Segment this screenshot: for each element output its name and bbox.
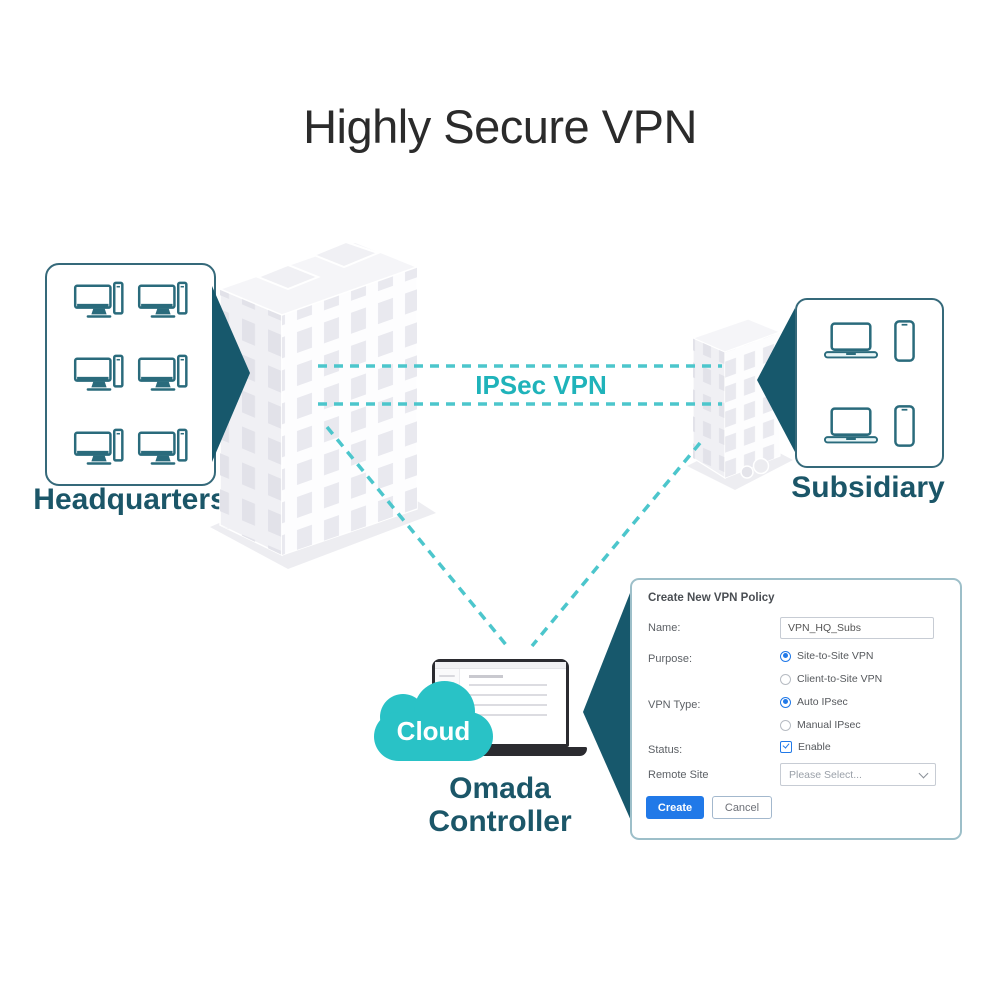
radio-label: Client-to-Site VPN	[797, 673, 883, 685]
dialog-title: Create New VPN Policy	[648, 592, 775, 604]
cloud-icon	[374, 712, 493, 761]
subsidiary-pointer-arrow	[757, 308, 795, 452]
desktop-computer-icon	[136, 428, 190, 468]
omada-controller-label: Omada Controller	[428, 772, 572, 838]
desktop-computer-icon	[136, 354, 190, 394]
mini-ui-titlebar	[435, 662, 566, 669]
controller-laptop-base	[419, 747, 587, 756]
page-title: Highly Secure VPN	[303, 100, 697, 153]
radio-selected-icon[interactable]	[780, 696, 791, 708]
desktop-computer-icon	[136, 281, 190, 321]
phone-icon	[893, 319, 916, 363]
radio-label: Auto IPsec	[797, 696, 848, 708]
vpn-type-field-label: VPN Type:	[648, 699, 701, 711]
laptop-icon	[823, 406, 879, 446]
radio-label: Manual IPsec	[797, 719, 861, 731]
desktop-computer-icon	[72, 354, 126, 394]
radio-site-to-site-vpn[interactable]: Site-to-Site VPN	[780, 650, 873, 662]
status-field-label: Status:	[648, 744, 683, 756]
desktop-computer-icon	[72, 428, 126, 468]
create-vpn-policy-dialog: Create New VPN Policy Name: Purpose: Sit…	[630, 578, 962, 840]
purpose-field-label: Purpose:	[648, 653, 693, 665]
radio-auto-ipsec[interactable]: Auto IPsec	[780, 696, 848, 708]
ipsec-vpn-label: IPSec VPN	[475, 370, 607, 400]
radio-unselected-icon[interactable]	[780, 719, 791, 731]
headquarters-building-illustration	[210, 240, 436, 569]
enable-checkbox-row[interactable]: Enable	[780, 741, 831, 753]
chevron-down-icon	[918, 768, 929, 778]
radio-client-to-site-vpn[interactable]: Client-to-Site VPN	[780, 673, 882, 685]
radio-label: Site-to-Site VPN	[797, 650, 874, 662]
mini-ui-heading	[469, 675, 503, 678]
subsidiary-devices-box	[795, 298, 944, 468]
create-button[interactable]: Create	[646, 796, 704, 819]
subsidiary-label: Subsidiary	[791, 471, 945, 504]
name-field-label: Name:	[648, 622, 681, 634]
headquarters-devices-box	[45, 263, 216, 486]
headquarters-pointer-arrow	[212, 286, 250, 462]
name-input[interactable]	[780, 617, 934, 639]
phone-icon	[893, 404, 916, 448]
remote-site-select[interactable]: Please Select...	[780, 763, 936, 786]
cancel-button[interactable]: Cancel	[712, 796, 772, 819]
desktop-computer-icon	[72, 281, 126, 321]
radio-unselected-icon[interactable]	[780, 673, 791, 685]
cloud-label: Cloud	[396, 716, 471, 746]
remote-site-field-label: Remote Site	[648, 769, 709, 781]
headquarters-label: Headquarters	[33, 483, 227, 516]
checkbox-checked-icon[interactable]	[780, 741, 792, 753]
checkbox-label: Enable	[798, 741, 831, 753]
laptop-icon	[823, 321, 879, 361]
radio-selected-icon[interactable]	[780, 650, 791, 662]
select-placeholder: Please Select...	[789, 768, 862, 781]
radio-manual-ipsec[interactable]: Manual IPsec	[780, 719, 861, 731]
